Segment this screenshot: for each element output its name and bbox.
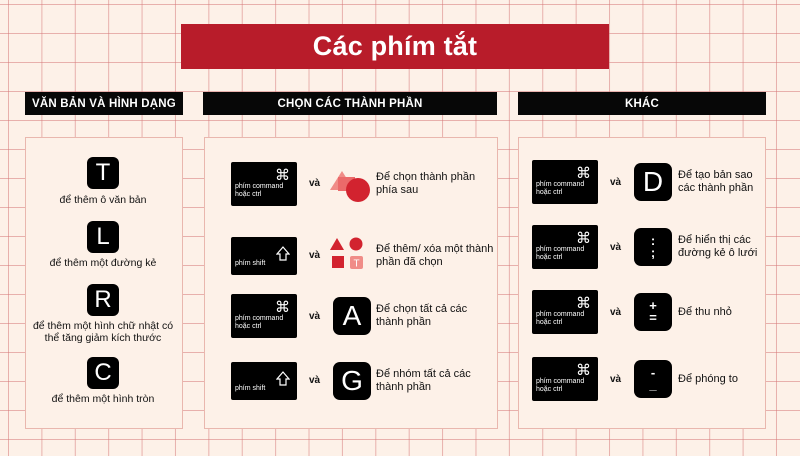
desc-zoom-out: Để thu nhỏ (678, 306, 732, 318)
desc-add-line: để thêm một đường kẻ (49, 257, 157, 269)
desc-add-remove-selected: Để thêm/ xóa một thành phần đã chọn (376, 243, 494, 268)
and-label: và (610, 307, 622, 318)
and-label: và (309, 375, 321, 386)
shift-key: phím shift (231, 237, 297, 275)
command-key-label: phím command hoặc ctrl (536, 378, 585, 393)
and-label: và (610, 242, 622, 253)
desc-show-grid: Để hiển thị các đường kẻ ô lưới (678, 234, 758, 259)
key-r: R (87, 284, 119, 316)
desc-select-behind: Để chọn thành phần phía sau (376, 171, 476, 196)
command-key: ⌘ phím command hoặc ctrl (532, 290, 598, 334)
key-d: D (634, 163, 672, 201)
command-icon: ⌘ (576, 165, 591, 182)
page-title: Các phím tắt (181, 24, 609, 69)
desc-group-all: Để nhóm tất cả các thành phần (376, 368, 471, 393)
key-g: G (333, 362, 371, 400)
shift-arrow-icon (276, 246, 290, 261)
shift-arrow-icon (276, 371, 290, 386)
command-icon: ⌘ (275, 167, 290, 184)
desc-duplicate: Để tạo bản sao các thành phần (678, 169, 754, 194)
command-key-label: phím command hoặc ctrl (235, 315, 284, 330)
and-label: và (610, 374, 622, 385)
command-key: ⌘ phím command hoặc ctrl (532, 160, 598, 204)
and-label: và (309, 178, 321, 189)
command-key: ⌘ phím command hoặc ctrl (532, 225, 598, 269)
command-icon: ⌘ (576, 230, 591, 247)
desc-add-textbox: để thêm ô văn bản (59, 194, 147, 206)
shift-key-label: phím shift (235, 260, 266, 267)
command-key-label: phím command hoặc ctrl (536, 311, 585, 326)
desc-add-circle: để thêm một hình tròn (51, 393, 155, 405)
column-header-text-shapes: VĂN BẢN VÀ HÌNH DẠNG (25, 92, 183, 115)
text-tool-letter: T (353, 259, 359, 270)
command-icon: ⌘ (576, 362, 591, 379)
command-key-label: phím command hoặc ctrl (235, 183, 284, 198)
column-header-other: KHÁC (518, 92, 766, 115)
layered-shapes-icon (330, 171, 370, 202)
key-minus-underscore: - _ (634, 360, 672, 398)
and-label: và (309, 311, 321, 322)
command-key-label: phím command hoặc ctrl (536, 246, 585, 261)
shift-key: phím shift (231, 362, 297, 400)
desc-add-rectangle: để thêm một hình chữ nhật có thể tăng gi… (32, 320, 174, 344)
shift-key-label: phím shift (235, 385, 266, 392)
key-a: A (333, 297, 371, 335)
command-key: ⌘ phím command hoặc ctrl (231, 162, 297, 206)
column-header-select: CHỌN CÁC THÀNH PHẦN (203, 92, 497, 115)
desc-zoom-in: Để phóng to (678, 373, 738, 385)
key-t: T (87, 157, 119, 189)
command-key: ⌘ phím command hoặc ctrl (231, 294, 297, 338)
key-l: L (87, 221, 119, 253)
and-label: và (610, 177, 622, 188)
key-plus-equals: + = (634, 293, 672, 331)
command-icon: ⌘ (275, 299, 290, 316)
key-colon-semicolon: : ; (634, 228, 672, 266)
command-icon: ⌘ (576, 295, 591, 312)
desc-select-all: Để chọn tất cả các thành phần (376, 303, 468, 328)
command-key-label: phím command hoặc ctrl (536, 181, 585, 196)
key-c: C (87, 357, 119, 389)
shapes-icon: T (330, 237, 363, 270)
and-label: và (309, 250, 321, 261)
command-key: ⌘ phím command hoặc ctrl (532, 357, 598, 401)
